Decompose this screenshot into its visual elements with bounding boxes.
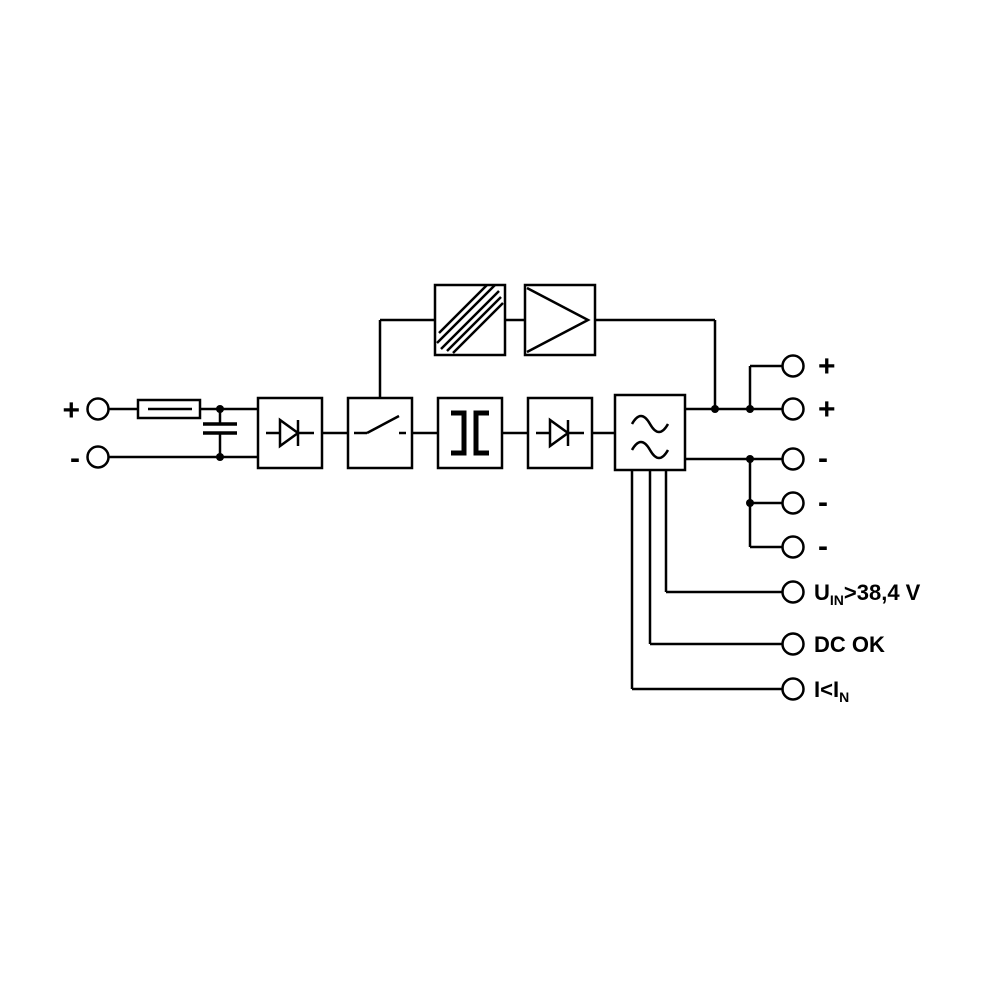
diagonal-hatch-icon [436,284,504,354]
signal-stage-block [523,283,597,357]
signal-label-uin: UIN>38,4 V [814,580,921,608]
output-minus-terminal [781,447,805,471]
input-section: + - [62,394,258,475]
output-minus-label: - [818,442,828,475]
signal-terminal-dcok [781,632,805,656]
input-plus-label: + [62,394,80,427]
output-minus-terminal [781,535,805,559]
flag-icon [526,286,591,354]
transformer-icon [451,410,489,456]
signal-label-iin: I<IN [814,677,849,705]
input-plus-terminal [86,397,110,421]
junction-dot [711,405,719,413]
input-minus-label: - [70,442,80,475]
signal-label-dcok: DC OK [814,632,885,657]
signal-terminal-uin [781,580,805,604]
aux-branch [378,283,717,409]
junction-dot [216,405,224,413]
signal-outputs: UIN>38,4 V DC OK I<IN [630,470,921,705]
output-plus-label: + [818,393,836,426]
output-plus-terminal [781,354,805,378]
input-minus-terminal [86,445,110,469]
diode-icon [536,417,584,449]
output-minus-terminal [781,491,805,515]
output-plus-terminal [781,397,805,421]
capacitor-icon [203,409,237,457]
main-chain [256,393,687,472]
junction-dot [216,453,224,461]
output-minus-label: - [818,530,828,563]
output-filter-block [613,393,687,472]
output-plus-label: + [818,350,836,383]
output-section: + + - - - [685,350,836,563]
signal-terminal-iin [781,677,805,701]
transformer-block [436,396,504,470]
switch-icon [354,414,406,435]
output-minus-label: - [818,486,828,519]
sine-filter-icon [630,414,670,460]
diode-icon [266,417,314,449]
